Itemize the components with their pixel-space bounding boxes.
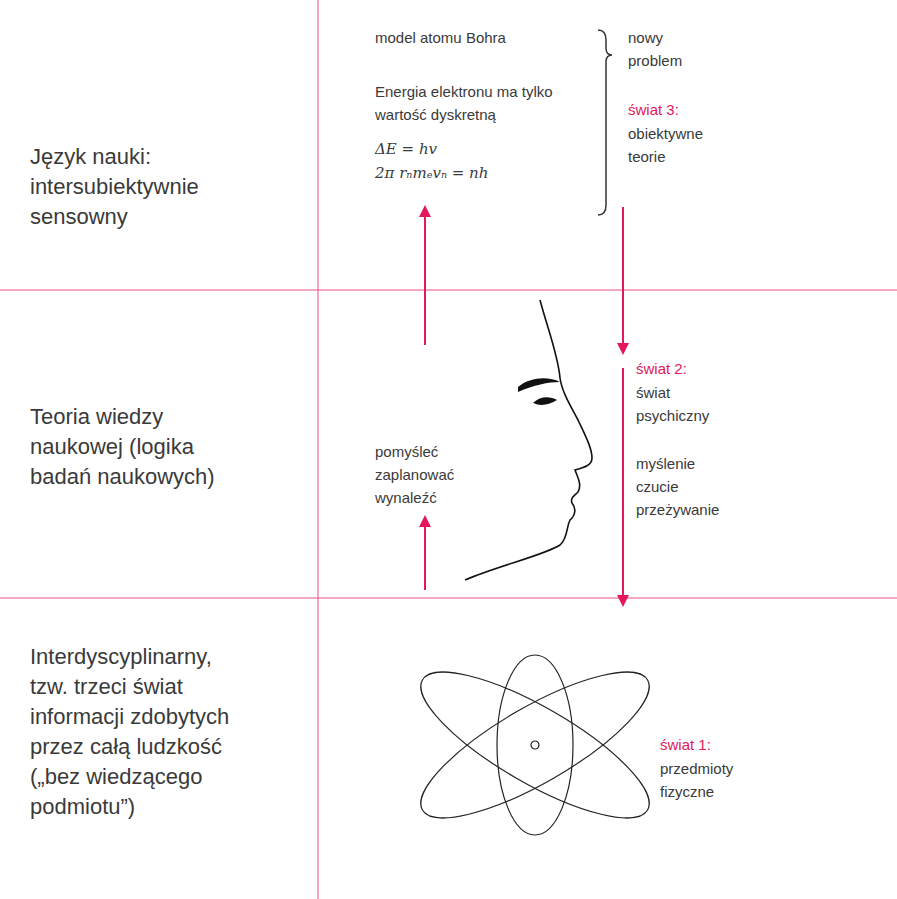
note: nowy problem — [628, 26, 718, 72]
curly-brace — [598, 30, 612, 215]
profile-outline — [465, 300, 592, 580]
activity-list: pomyśleć zaplanować wynaleźć — [375, 440, 475, 509]
orbit — [403, 647, 666, 843]
row-divider — [0, 598, 897, 599]
row-heading: Interdyscyplinarny, tzw. trzeci świat in… — [30, 642, 240, 822]
formula: 2π rₙmₑvₙ = nh — [375, 162, 575, 185]
eye — [533, 397, 557, 405]
row-heading: Język nauki: intersubiektywnie sensowny — [30, 142, 240, 232]
up-arrow — [424, 215, 426, 345]
face-profile — [465, 300, 592, 580]
nucleus — [531, 741, 539, 749]
world-label: świat 1: — [660, 733, 780, 756]
orbit — [497, 655, 573, 835]
row-heading: Teoria wiedzy naukowej (logika badań nau… — [30, 402, 240, 492]
arrow-head — [419, 515, 431, 527]
arrow-head — [617, 343, 629, 355]
world-label: świat 3: — [628, 98, 748, 121]
statement: Energia elektronu ma tylko wartość dyskr… — [375, 80, 575, 126]
arrow-head — [419, 205, 431, 217]
orbit — [403, 647, 666, 843]
world-description: świat psychiczny — [636, 381, 736, 427]
up-arrow — [424, 527, 426, 590]
arrow-head — [617, 595, 629, 607]
model-name: model atomu Bohra — [375, 26, 575, 49]
down-arrow — [622, 368, 624, 597]
down-arrow — [622, 207, 624, 345]
column-divider — [318, 0, 319, 899]
activity-list: myślenie czucie przeżywanie — [636, 452, 736, 521]
world-description: przedmioty fizyczne — [660, 757, 760, 803]
formula: ΔE = hv — [375, 138, 575, 161]
world-label: świat 2: — [636, 357, 756, 380]
world-description: obiektywne teorie — [628, 122, 728, 168]
arrows — [419, 205, 629, 607]
row-divider — [0, 290, 897, 291]
atom-symbol — [403, 647, 666, 843]
eyebrow — [518, 378, 560, 392]
